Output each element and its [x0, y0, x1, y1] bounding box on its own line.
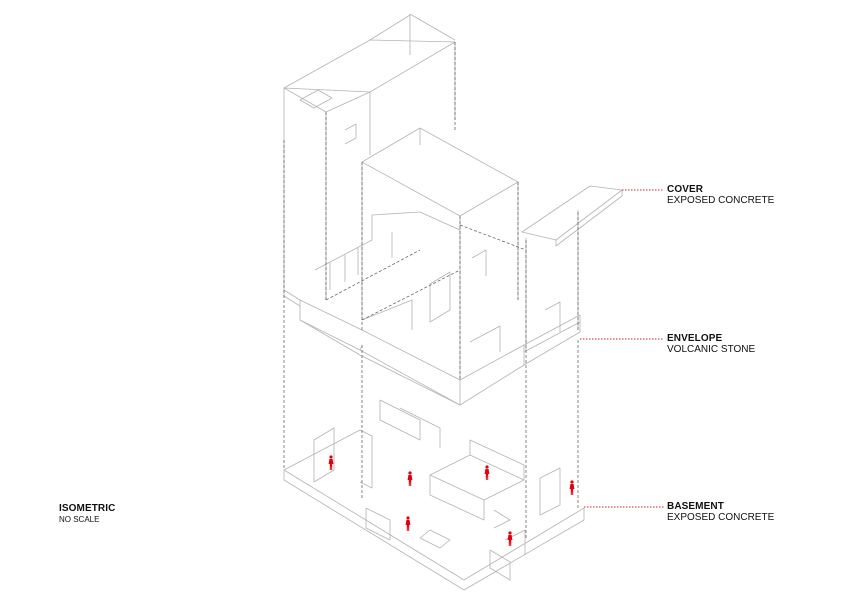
cover-title: COVER	[667, 184, 704, 195]
view-label: ISOMETRIC NO SCALE	[59, 503, 115, 525]
basement-title: BASEMENT	[667, 501, 724, 512]
human-figure-icon	[484, 465, 490, 480]
human-figure-icon	[507, 531, 513, 546]
human-figure-icon	[407, 471, 413, 486]
envelope-material: VOLCANIC STONE	[667, 344, 756, 355]
cover-slab	[522, 186, 622, 350]
projection-lines	[284, 42, 578, 540]
human-figure-icon	[328, 455, 334, 470]
cover-tower	[284, 14, 455, 300]
basement-material: EXPOSED CONCRETE	[667, 512, 775, 523]
basement-label: BASEMENT EXPOSED CONCRETE	[667, 501, 774, 523]
cover-material: EXPOSED CONCRETE	[667, 195, 775, 206]
basement	[284, 400, 584, 590]
upper-floor-walls	[315, 212, 560, 352]
envelope-band	[284, 290, 580, 405]
human-figure-icon	[569, 480, 575, 495]
envelope-title: ENVELOPE	[667, 333, 723, 344]
envelope-label: ENVELOPE VOLCANIC STONE	[667, 333, 755, 355]
view-title: ISOMETRIC	[59, 503, 116, 514]
human-figure-icon	[405, 516, 411, 531]
cover-label: COVER EXPOSED CONCRETE	[667, 184, 774, 206]
view-scale: NO SCALE	[59, 515, 100, 524]
